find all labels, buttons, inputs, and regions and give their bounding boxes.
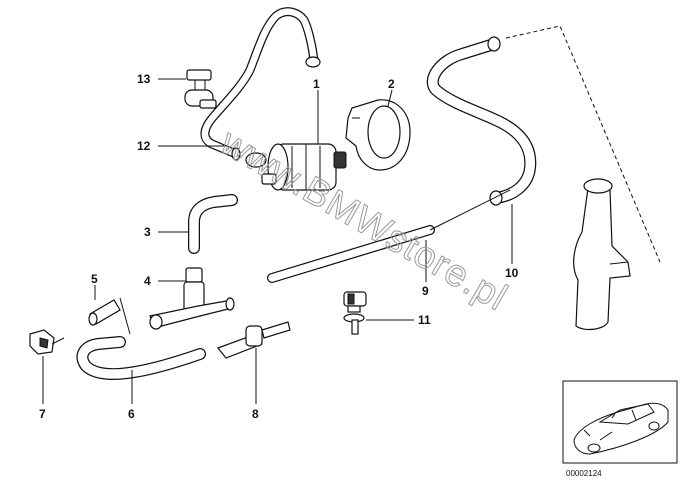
callout-2: 2 <box>388 77 395 91</box>
t-connector-4 <box>149 267 235 330</box>
callout-11: 11 <box>418 313 431 327</box>
clip-7 <box>29 329 65 355</box>
hose-clip-13 <box>184 69 217 109</box>
hose-3 <box>188 194 238 254</box>
part-number: 00002124 <box>566 469 602 478</box>
hose-6 <box>76 336 206 380</box>
callout-3: 3 <box>144 225 151 239</box>
connector-5 <box>88 299 121 326</box>
reference-lines <box>119 25 661 335</box>
callout-12: 12 <box>137 139 151 153</box>
callout-1: 1 <box>313 77 320 91</box>
callout-6: 6 <box>128 407 135 421</box>
leader-lines <box>42 78 513 404</box>
washer-pump-1 <box>245 143 347 191</box>
car-icon <box>573 402 669 455</box>
pipe-9 <box>267 225 435 283</box>
car-thumbnail <box>562 380 678 464</box>
pump-holder-2 <box>345 99 411 171</box>
callout-13: 13 <box>137 72 151 86</box>
callout-4: 4 <box>144 274 151 288</box>
callout-10: 10 <box>505 266 519 280</box>
fastener-11 <box>343 291 367 335</box>
connector-8 <box>217 321 291 359</box>
callout-labels: 1 2 3 4 5 6 7 8 9 10 11 12 13 <box>39 72 519 421</box>
callout-7: 7 <box>39 407 46 421</box>
hose-10 <box>426 36 537 206</box>
hose-12 <box>200 7 321 161</box>
washer-tank-neck <box>573 178 631 331</box>
callout-9: 9 <box>422 284 429 298</box>
callout-5: 5 <box>91 272 98 286</box>
callout-8: 8 <box>252 407 259 421</box>
